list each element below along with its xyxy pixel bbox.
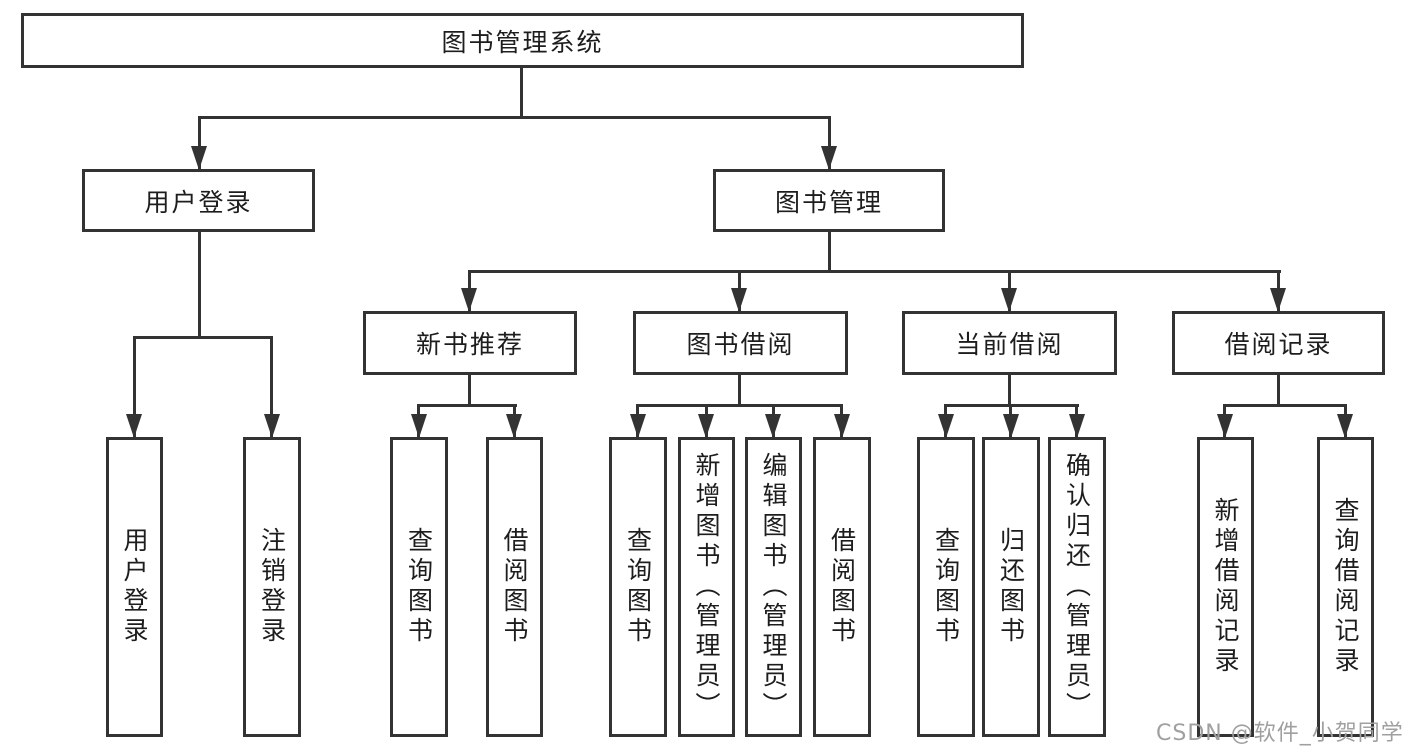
arrow-down-icon <box>821 146 837 170</box>
connector-stem <box>270 336 273 438</box>
leaf-confirm-return-admin: 确认归还（管理员） <box>1048 437 1106 737</box>
arrow-down-icon <box>1217 414 1233 438</box>
arrow-down-icon <box>1069 414 1085 438</box>
node-current-borrowing: 当前借阅 <box>902 311 1117 375</box>
node-label: 用户登录 <box>120 527 149 647</box>
arrow-down-icon <box>411 414 427 438</box>
leaf-borrow-books-recommend: 借阅图书 <box>486 437 543 737</box>
arrow-down-icon <box>191 146 207 170</box>
connector-stem <box>198 116 201 170</box>
arrow-down-icon <box>731 288 747 312</box>
arrow-down-icon <box>698 414 714 438</box>
node-label: 用户登录 <box>144 187 253 217</box>
arrow-down-icon <box>630 414 646 438</box>
leaf-query-borrow-record: 查询借阅记录 <box>1317 437 1374 737</box>
arrow-down-icon <box>834 414 850 438</box>
leaf-query-books-recommend: 查询图书 <box>390 437 448 737</box>
connector-user-login-stem <box>198 232 201 339</box>
connector-stem <box>1277 375 1280 406</box>
connector-level1-rail <box>198 116 831 119</box>
node-label: 归还图书 <box>996 527 1026 647</box>
connector-stem <box>468 375 471 406</box>
arrow-down-icon <box>461 288 477 312</box>
node-label: 查询图书 <box>623 527 653 647</box>
arrow-down-icon <box>1337 414 1353 438</box>
node-library-system: 图书管理系统 <box>21 13 1024 68</box>
node-label: 查询借阅记录 <box>1331 497 1360 677</box>
leaf-query-books-current: 查询图书 <box>917 437 975 737</box>
node-label: 图书借阅 <box>686 330 795 359</box>
connector-level3-rail <box>468 270 1281 273</box>
node-label: 注销登录 <box>257 527 287 647</box>
node-label: 新增图书（管理员） <box>692 452 721 722</box>
arrow-down-icon <box>1003 414 1019 438</box>
leaf-user-login: 用户登录 <box>106 437 163 737</box>
connector-stem <box>133 336 136 438</box>
node-label: 新增借阅记录 <box>1211 497 1240 677</box>
node-label: 当前借阅 <box>955 330 1064 359</box>
node-user-login: 用户登录 <box>82 169 315 232</box>
connector-rail <box>1223 404 1347 407</box>
connector-stem <box>738 375 741 406</box>
node-label: 借阅图书 <box>827 527 857 647</box>
connector-book-mgmt-stem <box>828 232 831 273</box>
leaf-borrow-books: 借阅图书 <box>813 437 871 737</box>
arrow-down-icon <box>765 414 781 438</box>
arrow-down-icon <box>264 414 280 438</box>
connector-stem <box>828 116 831 170</box>
connector-user-login-rail <box>133 336 273 339</box>
connector-root-stem <box>520 68 523 118</box>
leaf-add-borrow-record: 新增借阅记录 <box>1197 437 1254 737</box>
connector-stem <box>1008 375 1011 406</box>
arrow-down-icon <box>1001 288 1017 312</box>
leaf-return-books: 归还图书 <box>982 437 1040 737</box>
node-label: 借阅记录 <box>1224 330 1333 359</box>
arrow-down-icon <box>126 414 142 438</box>
node-book-management: 图书管理 <box>713 169 945 232</box>
node-label: 确认归还（管理员） <box>1062 452 1092 722</box>
connector-rail <box>636 404 843 407</box>
connector-rail <box>417 404 517 407</box>
node-label: 编辑图书（管理员） <box>759 452 788 722</box>
node-new-book-recommendation: 新书推荐 <box>363 311 577 375</box>
node-label: 图书管理 <box>774 187 883 217</box>
arrow-down-icon <box>506 414 522 438</box>
node-label: 借阅图书 <box>500 527 529 647</box>
arrow-down-icon <box>938 414 954 438</box>
node-label: 新书推荐 <box>415 330 524 359</box>
node-label: 图书管理系统 <box>441 27 604 57</box>
leaf-add-books-admin: 新增图书（管理员） <box>678 437 735 737</box>
node-book-borrowing: 图书借阅 <box>633 311 848 375</box>
leaf-query-books-borrow: 查询图书 <box>609 437 667 737</box>
node-borrowing-records: 借阅记录 <box>1172 311 1385 375</box>
csdn-watermark: CSDN @软件_小贺同学 <box>1156 721 1404 746</box>
node-label: 查询图书 <box>404 527 434 647</box>
leaf-edit-books-admin: 编辑图书（管理员） <box>745 437 802 737</box>
node-label: 查询图书 <box>931 527 961 647</box>
arrow-down-icon <box>1270 288 1286 312</box>
leaf-logout-login: 注销登录 <box>243 437 301 737</box>
